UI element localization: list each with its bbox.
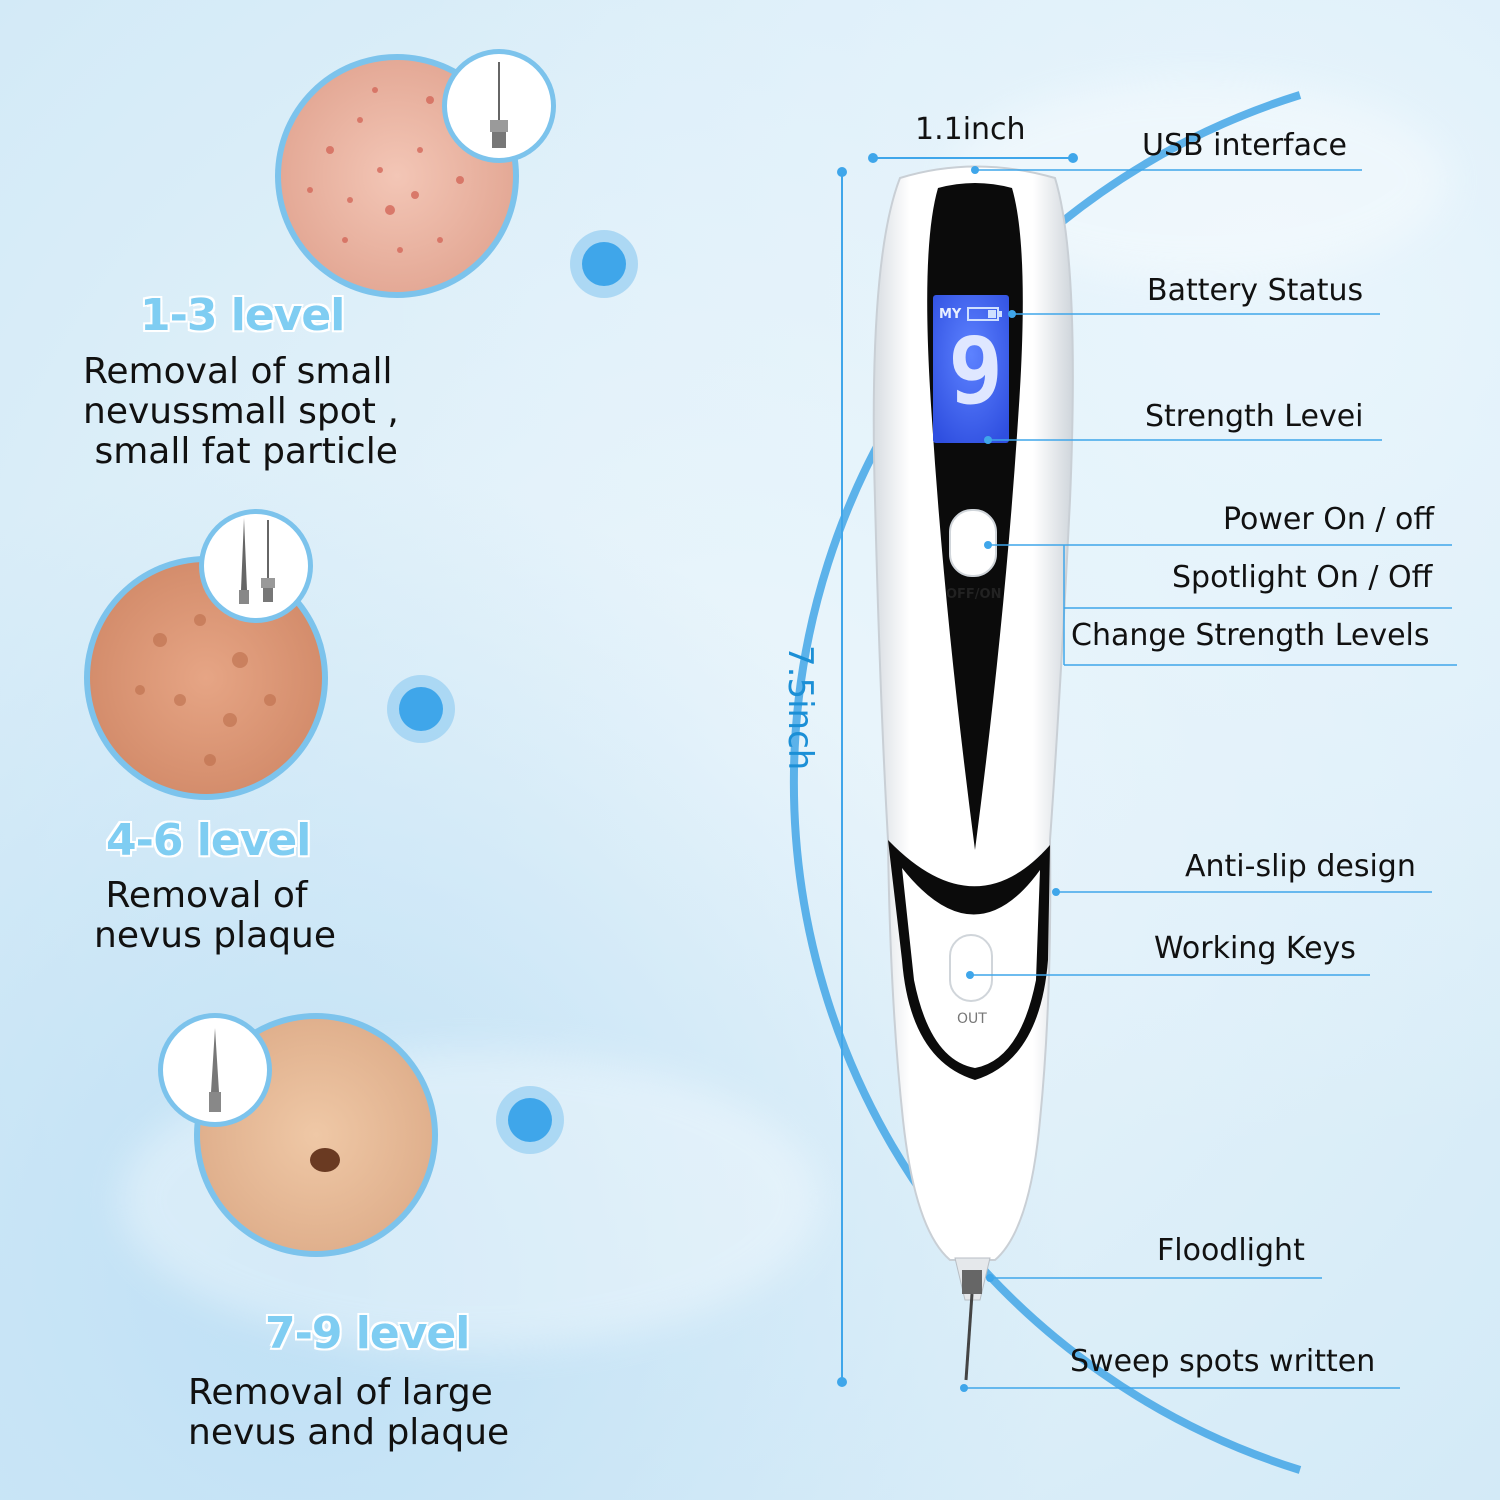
level-3-description: Removal of large nevus and plaque (188, 1372, 510, 1453)
level-1-title: 1-3 level (140, 290, 345, 341)
sweep-spots-label: Sweep spots written (1070, 1344, 1376, 1379)
lcd-display (933, 295, 1009, 443)
dimension-lines (837, 153, 1078, 1387)
work-button-label: OUT (957, 1011, 987, 1027)
display-digit: 9 (948, 318, 1004, 425)
power-on-off-label: Power On / off (1223, 502, 1435, 537)
power-button-label: OFF/ON (946, 587, 1002, 602)
needle-icon (158, 1013, 272, 1127)
level-2-description: Removal of nevus plaque (94, 875, 337, 956)
spotlight-on-off-label: Spotlight On / Off (1172, 560, 1433, 595)
battery-status-label: Battery Status (1147, 273, 1364, 308)
arc-dot (399, 687, 443, 731)
level-1-description: Removal of small nevussmall spot , small… (83, 351, 399, 472)
working-keys-label: Working Keys (1154, 931, 1356, 966)
height-dimension-label: 7.5inch (780, 645, 820, 771)
arc-dot (508, 1098, 552, 1142)
needle-icon (442, 49, 556, 163)
working-button (949, 934, 993, 1002)
floodlight-label: Floodlight (1157, 1233, 1305, 1268)
usb-interface-label: USB interface (1142, 128, 1347, 163)
strength-level-label: Strength Levei (1145, 399, 1364, 434)
power-button (949, 509, 997, 577)
anti-slip-design-label: Anti-slip design (1185, 849, 1416, 884)
level-2-title: 4-6 level (106, 815, 311, 866)
display-label: MY (939, 307, 962, 322)
needle-icon (199, 509, 313, 623)
arc-dot (582, 242, 626, 286)
callout-lines (960, 166, 1457, 1392)
change-strength-levels-label: Change Strength Levels (1071, 618, 1430, 653)
width-dimension-label: 1.1inch (915, 112, 1026, 147)
level-3-title: 7-9 level (265, 1308, 470, 1359)
